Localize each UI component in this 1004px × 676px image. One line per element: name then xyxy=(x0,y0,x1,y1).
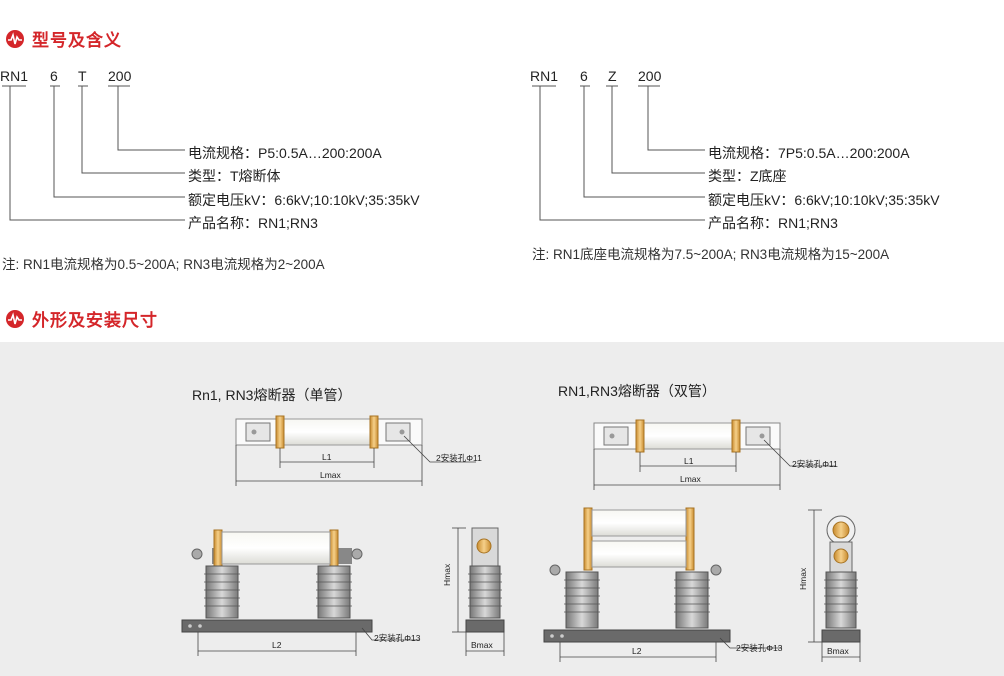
left-desc-current: 电流规格：P5:0.5A…200:200A xyxy=(188,145,382,161)
right-hole-bottom-label: 2安装孔Φ13 xyxy=(736,643,783,653)
left-insulator-1 xyxy=(204,565,240,619)
left-lmax-label: Lmax xyxy=(320,470,341,480)
drawing-left-title: Rn1, RN3熔断器（单管） xyxy=(192,387,352,403)
right-code-p4: 200 xyxy=(638,68,662,84)
left-desc-voltage: 额定电压kV：6:6kV;10:10kV;35:35kV xyxy=(188,192,420,208)
section-title-model-text: 型号及含义 xyxy=(32,31,122,50)
left-bmax-label: Bmax xyxy=(471,640,493,650)
right-top-view xyxy=(593,419,836,490)
right-front-view xyxy=(543,507,782,662)
right-l2-label: L2 xyxy=(632,646,642,656)
right-hole-top-label: 2安装孔Φ11 xyxy=(792,459,838,469)
right-desc-voltage: 额定电压kV：6:6kV;10:10kV;35:35kV xyxy=(708,192,940,208)
left-insulator-2 xyxy=(316,565,352,619)
left-code-p4: 200 xyxy=(108,68,132,84)
left-hole-top-label: 2安装孔Φ11 xyxy=(436,453,482,463)
left-top-view xyxy=(235,415,476,486)
left-l1-label: L1 xyxy=(322,452,332,462)
right-code-p1: RN1 xyxy=(530,68,559,84)
right-l1-label: L1 xyxy=(684,456,694,466)
section-title-dims-text: 外形及安装尺寸 xyxy=(32,311,158,330)
pulse-icon xyxy=(6,309,24,328)
left-code-p3: T xyxy=(78,68,87,84)
right-code-p2: 6 xyxy=(580,68,588,84)
right-desc-name: 产品名称：RN1;RN3 xyxy=(708,215,838,231)
left-desc-type: 类型：T熔断体 xyxy=(188,168,281,184)
right-insulator-1 xyxy=(564,571,600,629)
left-code-p1: RN1 xyxy=(0,68,29,84)
right-insulator-2 xyxy=(674,571,710,629)
right-code-p3: Z xyxy=(608,68,617,84)
left-hmax-label: Hmax xyxy=(442,563,452,586)
right-desc-current: 电流规格：7P5:0.5A…200:200A xyxy=(708,145,910,161)
left-front-view xyxy=(181,529,420,656)
right-note: 注: RN1底座电流规格为7.5~200A; RN3电流规格为15~200A xyxy=(532,247,890,262)
right-bmax-label: Bmax xyxy=(827,646,849,656)
left-desc-name: 产品名称：RN1;RN3 xyxy=(188,215,318,231)
left-l2-label: L2 xyxy=(272,640,282,650)
right-lmax-label: Lmax xyxy=(680,474,701,484)
left-note: 注: RN1电流规格为0.5~200A; RN3电流规格为2~200A xyxy=(2,257,325,272)
right-desc-type: 类型：Z底座 xyxy=(708,168,787,184)
right-hmax-label: Hmax xyxy=(798,567,808,590)
left-side-view xyxy=(452,527,505,656)
section-title-model: 型号及含义 xyxy=(6,26,122,51)
section-title-dims: 外形及安装尺寸 xyxy=(6,306,158,331)
drawing-right-title: RN1,RN3熔断器（双管） xyxy=(558,383,716,399)
left-code-p2: 6 xyxy=(50,68,58,84)
pulse-icon xyxy=(6,29,24,48)
left-hole-bottom-label: 2安装孔Φ13 xyxy=(374,633,421,643)
right-side-view xyxy=(808,509,861,662)
